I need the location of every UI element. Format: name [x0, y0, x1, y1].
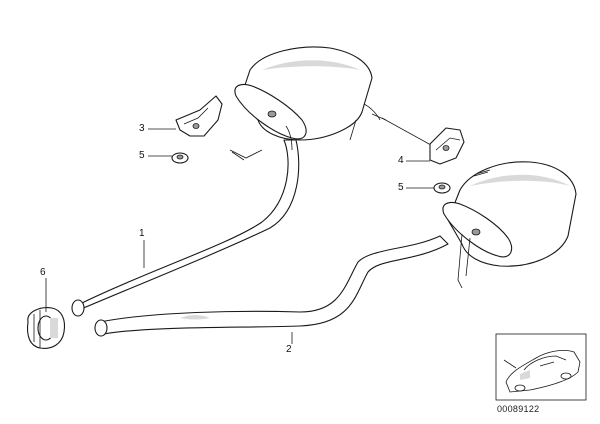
callout-5-right: 5 — [398, 182, 404, 193]
left-rear-muffler — [234, 46, 381, 151]
callout-4: 4 — [398, 155, 404, 166]
front-pipe-assembly — [71, 139, 449, 337]
leader-lines — [45, 128, 434, 344]
callout-3: 3 — [139, 123, 145, 134]
right-rear-muffler — [442, 161, 577, 289]
pipe-clamp — [26, 307, 66, 349]
callout-1: 1 — [139, 228, 145, 239]
callout-5-left: 5 — [139, 150, 145, 161]
vehicle-thumbnail — [495, 333, 587, 401]
rubber-mount-right — [433, 182, 451, 194]
callout-2: 2 — [286, 344, 292, 355]
document-number: 00089122 — [497, 404, 540, 414]
bracket-right — [429, 127, 465, 165]
bracket-left — [175, 95, 223, 137]
callout-6: 6 — [40, 267, 46, 278]
rubber-mount-left — [171, 152, 189, 164]
